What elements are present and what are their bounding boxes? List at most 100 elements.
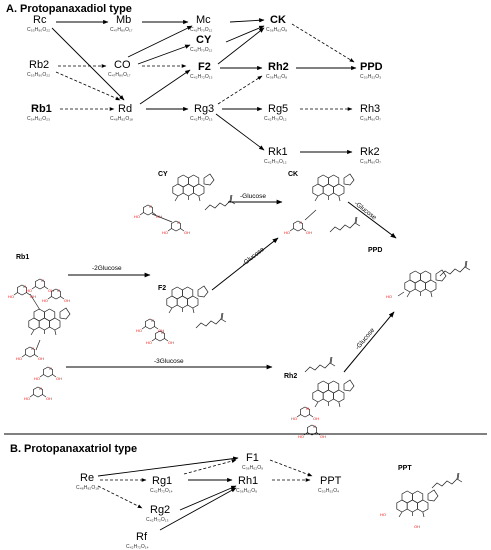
svg-text:C₃₀H₅₂O₃: C₃₀H₅₂O₃ [360,74,381,80]
compound-ppt: PPT C₃₀H₅₂O₄ [318,475,342,494]
svg-text:C₃₀H₅₂O₄: C₃₀H₅₂O₄ [318,488,339,494]
svg-text:Rc: Rc [33,14,47,26]
svg-text:Mb: Mb [116,14,131,26]
svg-text:CO: CO [114,59,131,71]
svg-text:CY: CY [158,171,168,178]
svg-text:C₄₂H₇₂O₁₃: C₄₂H₇₂O₁₃ [146,517,168,523]
compound-rg2: Rg2 C₄₂H₇₂O₁₃ [146,504,170,523]
svg-text:Re: Re [80,472,94,484]
svg-text:Rg3: Rg3 [194,103,214,115]
structure-rb1: Rb1 [7,254,71,402]
svg-text:-2Glucose: -2Glucose [92,265,122,272]
svg-text:C₄₈H₈₂O₁₈: C₄₈H₈₂O₁₈ [110,116,133,122]
compound-f2: F2 C₄₂H₇₂O₁₃ [190,61,212,80]
svg-text:Rb1: Rb1 [16,254,29,261]
svg-text:C₃₆H₆₂O₈: C₃₆H₆₂O₈ [266,27,287,33]
structure-ppd: PPD HO [368,247,471,299]
svg-text:PPD: PPD [360,61,383,73]
svg-text:C₄₇H₈₀O₁₇: C₄₇H₈₀O₁₇ [110,27,133,33]
svg-text:C₄₈H₈₂O₁₈: C₄₈H₈₂O₁₈ [76,485,99,491]
svg-text:Rh2: Rh2 [268,61,289,73]
compound-cy: CY C₄₁H₇₀O₁₂ [190,34,212,53]
compound-rk1: Rk1 C₄₂H₇₀O₁₂ [264,146,288,165]
svg-text:F2: F2 [198,61,211,73]
svg-text:C₄₂H₇₂O₁₃: C₄₂H₇₂O₁₃ [190,74,212,80]
section-a-arrows [51,18,357,155]
svg-text:Rk2: Rk2 [360,146,380,158]
svg-text:OH: OH [414,524,420,529]
compound-rd: Rd C₄₈H₈₂O₁₈ [110,103,133,122]
svg-text:CK: CK [270,14,286,26]
compound-f1: F1 C₃₆H₆₂O₉ [242,452,263,471]
svg-text:-Glucose: -Glucose [241,246,266,268]
svg-text:F2: F2 [158,285,166,292]
compound-rg1: Rg1 C₄₂H₇₂O₁₄ [150,475,172,494]
compound-rb2: Rb2 C₅₃H₉₀O₂₂ [27,59,50,78]
section-b-title: B. Protopanaxatriol type [10,443,137,455]
svg-text:CK: CK [288,171,298,178]
svg-text:PPD: PPD [368,247,382,254]
svg-text:HO: HO [386,294,392,299]
svg-text:Mc: Mc [196,14,211,26]
compound-ppd: PPD C₃₀H₅₂O₃ [360,61,383,80]
compound-re: Re C₄₈H₈₂O₁₈ [76,472,99,491]
structure-ck: CK [283,171,361,236]
compound-rb1: Rb1 C₅₄H₉₂O₂₃ [27,103,52,122]
svg-text:C₄₂H₇₀O₁₂: C₄₂H₇₀O₁₂ [264,116,287,122]
svg-text:Rg1: Rg1 [152,475,172,487]
svg-text:-3Glucose: -3Glucose [154,358,184,365]
svg-text:Rk1: Rk1 [268,146,288,158]
svg-text:Rg2: Rg2 [150,504,170,516]
compound-rh1: Rh1 C₃₆H₆₂O₉ [236,475,258,494]
svg-text:Rd: Rd [118,103,132,115]
structure-ppt: PPT HO OH [380,465,463,529]
svg-text:Rh1: Rh1 [238,475,258,487]
svg-text:C₃₆H₆₀O₇: C₃₆H₆₀O₇ [360,116,381,122]
compound-rk2: Rk2 C₃₆H₆₀O₇ [360,146,381,165]
svg-text:PPT: PPT [320,475,342,487]
compound-rf: Rf C₄₂H₇₂O₁₄ [126,531,148,550]
svg-text:C₃₆H₆₂O₉: C₃₆H₆₂O₉ [236,488,257,494]
svg-text:PPT: PPT [398,465,412,472]
compound-mc: Mc C₄₁H₇₀O₁₂ [190,14,212,33]
svg-text:C₅₃H₉₀O₂₂: C₅₃H₉₀O₂₂ [27,72,50,78]
structure-rh2: Rh2 [284,356,354,440]
compound-rh3: Rh3 C₃₆H₆₀O₇ [360,103,381,122]
structure-arrows [66,199,397,373]
section-b-arrows [97,456,313,531]
svg-text:Rb2: Rb2 [29,59,49,71]
svg-text:F1: F1 [246,452,259,464]
svg-text:C₄₂H₇₂O₁₄: C₄₂H₇₂O₁₄ [126,544,148,550]
svg-text:Rb1: Rb1 [31,103,52,115]
svg-text:-Glucose: -Glucose [354,327,376,352]
svg-text:Rg5: Rg5 [268,103,288,115]
compound-rh2: Rh2 C₃₆H₆₂O₈ [266,61,289,80]
svg-text:C₅₄H₉₂O₂₃: C₅₄H₉₂O₂₃ [27,116,50,122]
compound-mb: Mb C₄₇H₈₀O₁₇ [110,14,133,33]
svg-text:CY: CY [196,34,212,46]
svg-text:C₃₆H₆₂O₉: C₃₆H₆₂O₉ [242,465,263,471]
svg-text:C₅₃H₉₀O₂₂: C₅₃H₉₀O₂₂ [27,27,50,33]
svg-text:Rf: Rf [136,531,148,543]
structure-f2: F2 [135,285,227,346]
svg-text:C₄₁H₇₀O₁₂: C₄₁H₇₀O₁₂ [190,47,212,53]
svg-text:C₄₇H₈₀O₁₇: C₄₇H₈₀O₁₇ [108,72,131,78]
svg-text:C₄₂H₇₂O₁₃: C₄₂H₇₂O₁₃ [190,116,212,122]
section-a-title: A. Protopanaxadiol type [6,3,132,15]
svg-text:C₄₁H₇₀O₁₂: C₄₁H₇₀O₁₂ [190,27,212,33]
compound-co: CO C₄₇H₈₀O₁₇ [108,59,131,78]
svg-text:Rh2: Rh2 [284,373,297,380]
compound-rg3: Rg3 C₄₂H₇₂O₁₃ [190,103,214,122]
svg-text:C₃₆H₆₀O₇: C₃₆H₆₀O₇ [360,159,381,165]
svg-text:C₄₂H₇₀O₁₂: C₄₂H₇₀O₁₂ [264,159,287,165]
compound-ck: CK C₃₆H₆₂O₈ [266,14,287,33]
svg-text:-Glucose: -Glucose [240,193,266,200]
svg-text:Rh3: Rh3 [360,103,380,115]
compound-rg5: Rg5 C₄₂H₇₀O₁₂ [264,103,288,122]
svg-text:HO: HO [380,512,386,517]
compound-rc: Rc C₅₃H₉₀O₂₂ [27,14,50,33]
structure-cy: CY [133,171,236,236]
svg-text:C₃₆H₆₂O₈: C₃₆H₆₂O₈ [266,74,287,80]
svg-text:C₄₂H₇₂O₁₄: C₄₂H₇₂O₁₄ [150,488,172,494]
